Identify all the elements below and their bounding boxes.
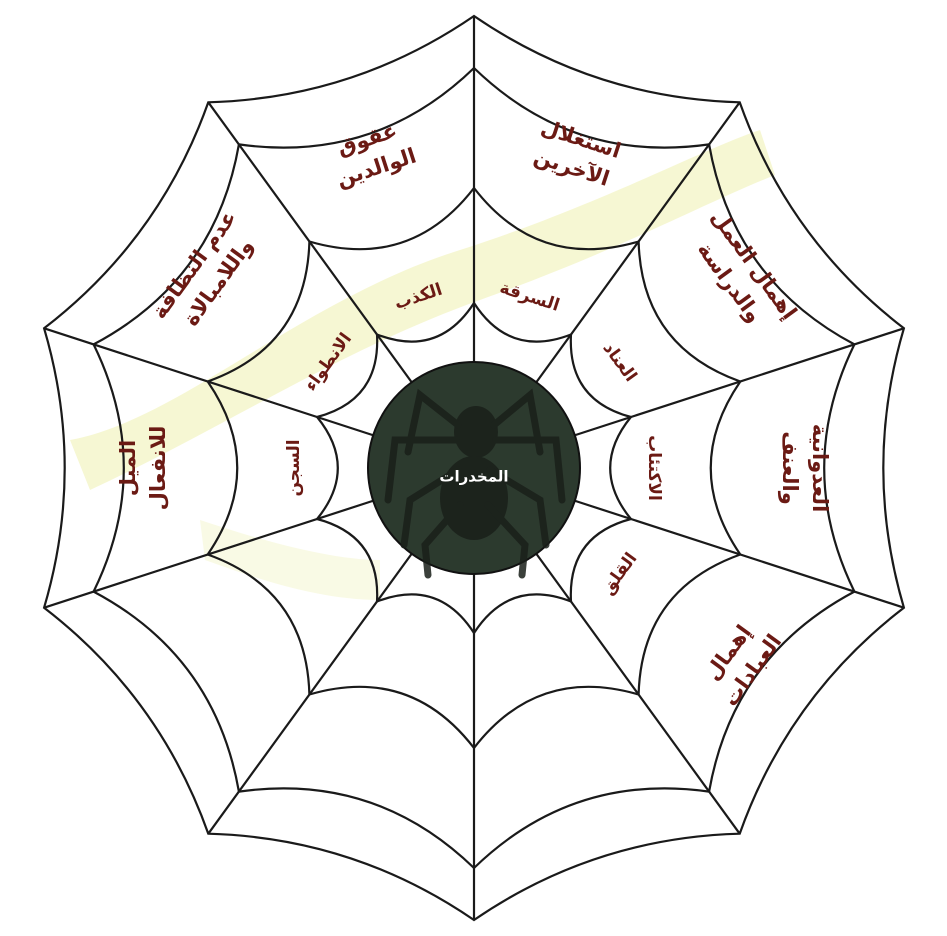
outer-label-line: للانفعال (146, 426, 170, 511)
center-node: المخدرات (368, 362, 580, 575)
highlighter-swoosh-tail (200, 520, 380, 600)
outer-label-line: العدوانية (808, 424, 832, 513)
inner-label-anxiety: القلق (598, 549, 642, 599)
outer-label-line: الميل (116, 440, 140, 496)
inner-label-stubbornness: العناد (599, 339, 641, 386)
outer-label-line: والعنف (778, 431, 802, 505)
center-label: المخدرات (439, 468, 508, 486)
inner-label-prison: السجن (284, 439, 304, 496)
inner-label-theft: السرقة (497, 278, 562, 316)
inner-label-depression: الاكتئاب (644, 435, 664, 501)
